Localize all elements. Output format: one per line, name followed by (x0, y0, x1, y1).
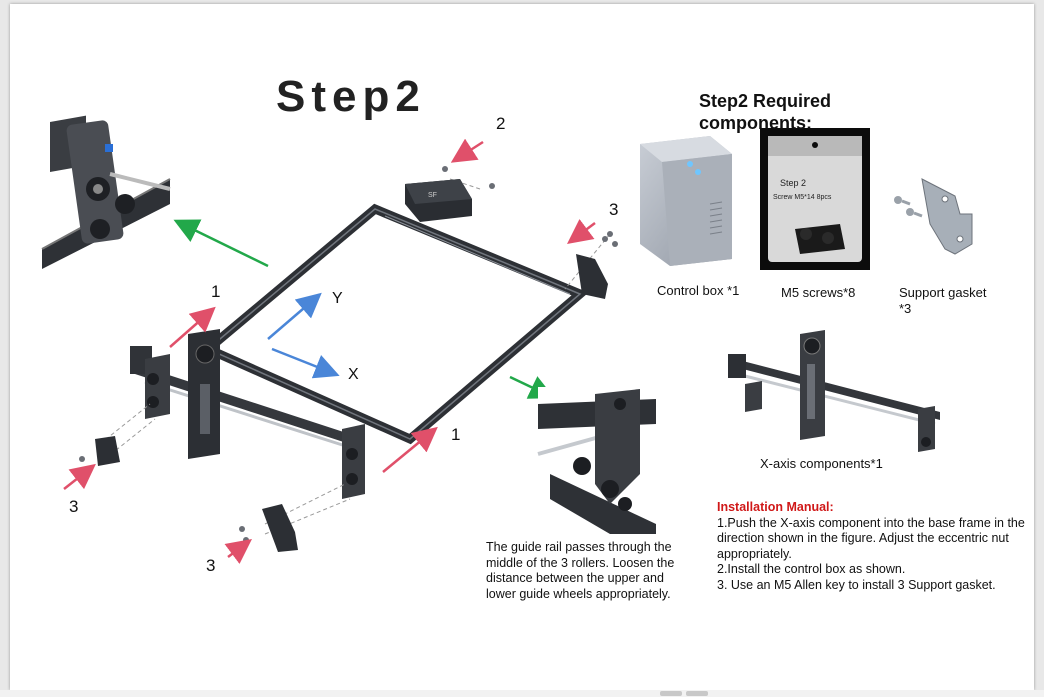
page-title: Step2 (276, 72, 426, 121)
support-gasket-right (576, 254, 608, 299)
x-axis-assembly (130, 329, 365, 499)
guide-rail-note: The guide rail passes through the middle… (486, 540, 675, 601)
assembly-illustration: SF (41, 115, 973, 564)
x-axis-components-image (728, 330, 940, 452)
m5-screws-label: M5 screws*8 (781, 285, 856, 300)
bag-label-screws: Screw M5*14 8pcs (773, 194, 832, 201)
callout-3-left: 3 (69, 497, 79, 516)
manual-step-2: 2.Install the control box as shown. (717, 562, 906, 576)
axis-x-label: X (348, 366, 359, 383)
screw-bag-image (760, 128, 870, 270)
scrollbar-thumb-2[interactable] (686, 691, 708, 696)
x-axis-components-label: X-axis components*1 (760, 456, 883, 471)
manual-step-1: 1.Push the X-axis component into the bas… (717, 515, 1025, 561)
callout-1-bottom: 1 (451, 425, 461, 444)
manual-page: SF (10, 4, 1034, 690)
required-components-title: Step2 Required components: (699, 91, 832, 133)
support-gasket-image (894, 178, 973, 255)
callout-3-right: 3 (609, 200, 619, 219)
bag-label-step: Step 2 (780, 178, 807, 188)
axis-y-label: Y (332, 290, 343, 307)
control-box-image (640, 136, 732, 266)
svg-text:SF: SF (428, 192, 437, 199)
manual-title: Installation Manual: (717, 500, 834, 514)
base-frame (199, 203, 589, 445)
support-gasket-left (95, 436, 120, 466)
horizontal-scrollbar[interactable] (0, 690, 1044, 697)
control-box-small: SF (405, 179, 472, 222)
support-gasket-label: Support gasket *3 (899, 285, 987, 316)
manual-step-3: 3. Use an M5 Allen key to install 3 Supp… (717, 577, 996, 592)
support-gasket-bottom (262, 504, 298, 552)
callout-2: 2 (496, 114, 506, 133)
callout-1-left: 1 (211, 282, 221, 301)
control-box-label: Control box *1 (657, 283, 740, 298)
scrollbar-thumb[interactable] (660, 691, 682, 696)
installation-manual: Installation Manual: 1.Push the X-axis c… (717, 500, 1027, 593)
callout-3-bottom: 3 (206, 556, 216, 575)
roller-zoom-inset-bottom (537, 387, 656, 534)
roller-zoom-inset-top (41, 115, 171, 269)
